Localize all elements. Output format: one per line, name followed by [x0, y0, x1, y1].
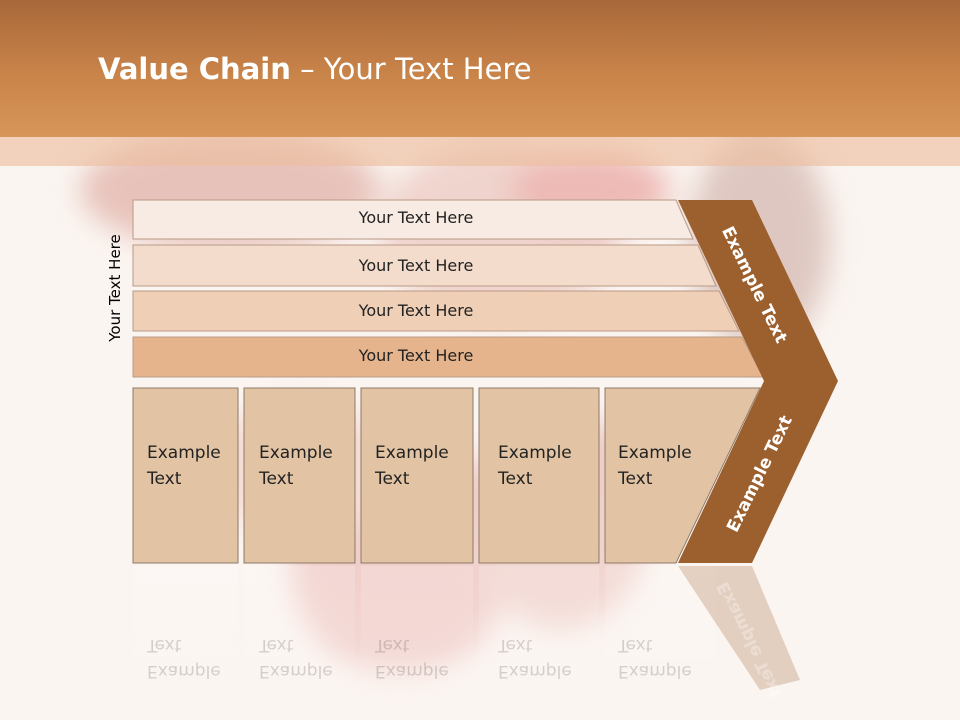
- row-label-2: Your Text Here: [358, 256, 474, 275]
- cell-shape-1: [132, 387, 239, 564]
- row-shape-1: [132, 199, 694, 240]
- cell-shape-5: [604, 387, 761, 564]
- row-label-1: Your Text Here: [358, 208, 474, 227]
- cell-shape-4: [478, 387, 600, 564]
- reflection: [133, 566, 715, 696]
- row-label-3: Your Text Here: [358, 301, 474, 320]
- cell-shape-3: [360, 387, 474, 564]
- title-rest: – Your Text Here: [290, 52, 532, 86]
- header-band: [0, 137, 960, 166]
- title-bold: Value Chain: [98, 52, 291, 86]
- slide-title: Value Chain – Your Text Here: [98, 52, 532, 86]
- header-bar: [0, 0, 960, 137]
- row-shape-2: [132, 244, 717, 287]
- row-label-4: Your Text Here: [358, 346, 474, 365]
- chevron-arrow: [678, 200, 838, 563]
- chevron-reflection: [678, 566, 800, 690]
- row-shape-3: [132, 290, 740, 332]
- cell-shape-2: [243, 387, 356, 564]
